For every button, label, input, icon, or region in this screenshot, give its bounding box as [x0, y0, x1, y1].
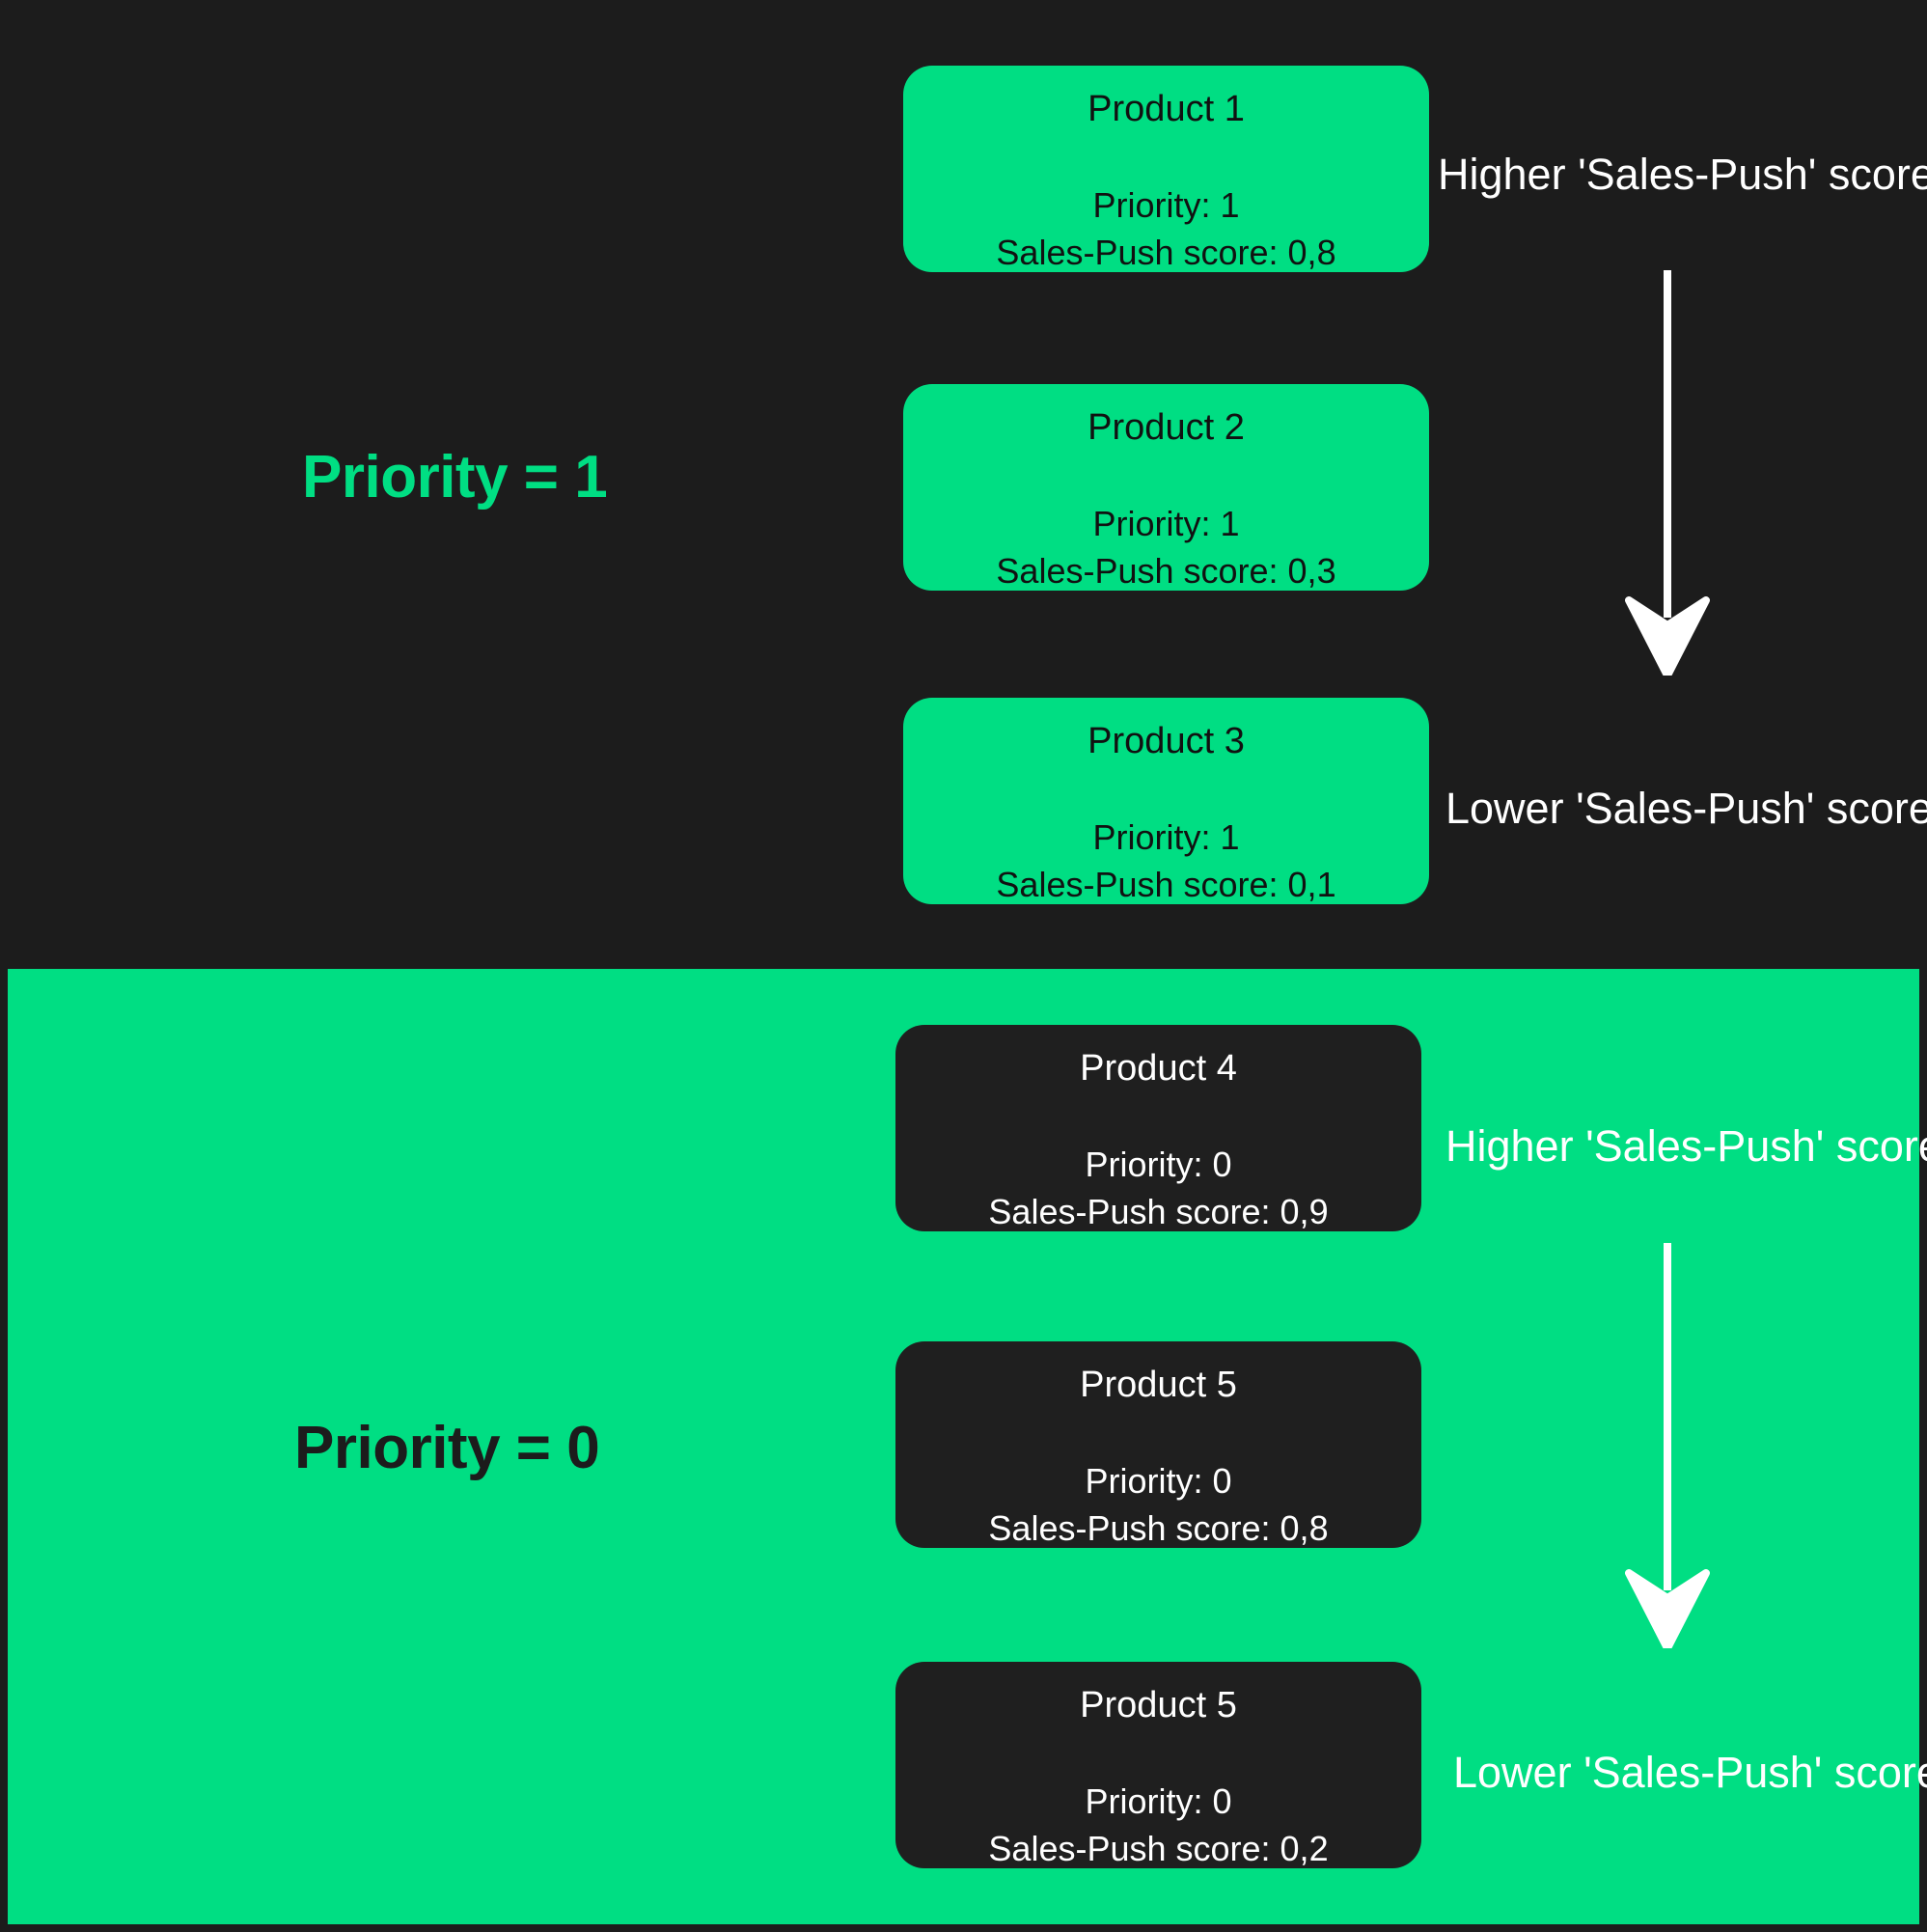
product-card-score: Sales-Push score: 0,2 [988, 1829, 1329, 1868]
product-card-score: Sales-Push score: 0,8 [996, 233, 1336, 272]
card-spacer [895, 1090, 1421, 1141]
product-card-priority: Priority: 0 [1085, 1781, 1232, 1821]
product-card-priority: Priority: 1 [1092, 504, 1240, 543]
product-card-score: Sales-Push score: 0,9 [988, 1192, 1329, 1231]
product-card-score: Sales-Push score: 0,8 [988, 1508, 1329, 1548]
product-card-title: Product 2 [1087, 407, 1245, 448]
annotation-lower-score-priority-0: Lower 'Sales-Push' score [1453, 1748, 1927, 1797]
product-card-title: Product 1 [1087, 89, 1245, 129]
product-card-priority: Priority: 1 [1092, 185, 1240, 225]
product-card[interactable]: Product 1 Priority: 1 Sales-Push score: … [903, 66, 1429, 272]
annotation-lower-score-priority-1: Lower 'Sales-Push' score [1445, 784, 1927, 833]
down-arrow-icon [1625, 1243, 1710, 1648]
product-card-priority: Priority: 0 [1085, 1461, 1232, 1501]
product-card[interactable]: Product 3 Priority: 1 Sales-Push score: … [903, 698, 1429, 904]
card-spacer [903, 131, 1429, 181]
product-card-priority: Priority: 1 [1092, 817, 1240, 857]
product-card-title: Product 5 [1080, 1365, 1237, 1405]
product-card-title: Product 4 [1080, 1048, 1237, 1089]
product-card-score: Sales-Push score: 0,1 [996, 865, 1336, 904]
annotation-higher-score-priority-0: Higher 'Sales-Push' score [1445, 1121, 1927, 1171]
product-card-score: Sales-Push score: 0,3 [996, 551, 1336, 591]
group-label-priority-1: Priority = 1 [302, 444, 608, 511]
product-card[interactable]: Product 2 Priority: 1 Sales-Push score: … [903, 384, 1429, 591]
card-spacer [903, 763, 1429, 814]
annotation-higher-score-priority-1: Higher 'Sales-Push' score [1438, 150, 1927, 199]
product-card[interactable]: Product 4 Priority: 0 Sales-Push score: … [895, 1025, 1421, 1231]
group-label-priority-0: Priority = 0 [294, 1415, 600, 1481]
card-spacer [903, 450, 1429, 500]
card-spacer [895, 1407, 1421, 1457]
down-arrow-icon [1625, 270, 1710, 676]
product-card[interactable]: Product 5 Priority: 0 Sales-Push score: … [895, 1662, 1421, 1868]
product-card[interactable]: Product 5 Priority: 0 Sales-Push score: … [895, 1341, 1421, 1548]
product-card-priority: Priority: 0 [1085, 1145, 1232, 1184]
card-spacer [895, 1727, 1421, 1778]
product-card-title: Product 3 [1087, 721, 1245, 761]
product-card-title: Product 5 [1080, 1685, 1237, 1725]
